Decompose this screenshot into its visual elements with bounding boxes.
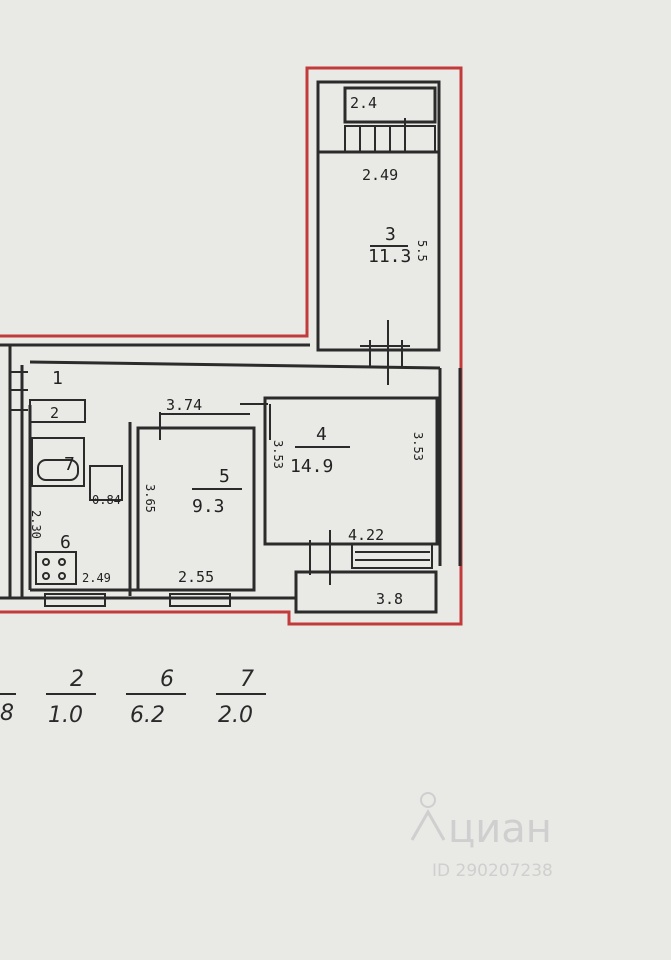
area-legend: 8 2 1.0 6 6.2 7 2.0	[0, 667, 266, 728]
dim-corridor: 3.74	[166, 396, 202, 414]
legend-4-area: 2.0	[218, 703, 253, 728]
dim-room4-width: 4.22	[348, 526, 384, 544]
dim-kitchen-width: 2.49	[82, 571, 111, 585]
legend-3-area: 6.2	[130, 703, 165, 728]
dim-kitchen-side: 2.30	[29, 510, 43, 539]
watermark-brand: циан	[448, 806, 552, 852]
room-labels: 1 2 3 11.3 4 14.9 5 9.3 6 7	[50, 224, 411, 553]
dim-bath: 0.84	[92, 493, 121, 507]
dim-room3-width: 2.49	[362, 166, 398, 184]
dim-room4-side: 3.53	[271, 440, 285, 469]
room-4-number: 4	[316, 424, 327, 445]
room-1-number: 1	[52, 368, 63, 389]
bathroom-fixtures	[10, 371, 123, 585]
legend-1-area: 8	[0, 701, 14, 726]
room-5-area: 9.3	[192, 496, 225, 517]
room-3-number: 3	[385, 224, 396, 245]
dim-room5-side: 3.65	[143, 484, 157, 513]
room-6-number: 6	[60, 532, 71, 553]
room-3-area: 11.3	[368, 246, 411, 267]
legend-3-num: 6	[160, 667, 174, 692]
stair-markers	[44, 118, 436, 607]
dim-room5-width: 2.55	[178, 568, 214, 586]
dim-balcony-top: 2.4	[350, 94, 377, 112]
room-2-number: 2	[50, 404, 59, 422]
legend-2-num: 2	[70, 667, 84, 692]
watermark: циан ID 290207238	[410, 792, 553, 881]
room-7-number: 7	[64, 454, 75, 475]
legend-4-num: 7	[240, 667, 254, 692]
dimension-labels: 2.4 2.49 5.5 3.74 3.53 3.53 4.22 3.65 2.…	[29, 94, 429, 608]
dim-balcony-bottom: 3.8	[376, 590, 403, 608]
apartment-outline	[0, 66, 463, 626]
legend-2-area: 1.0	[48, 703, 83, 728]
dim-room4-right: 3.53	[411, 432, 425, 461]
walls	[0, 80, 462, 614]
watermark-id: ID 290207238	[432, 861, 553, 881]
dim-room3-length: 5.5	[415, 240, 429, 262]
room-4-area: 14.9	[290, 456, 333, 477]
room-5-number: 5	[219, 466, 230, 487]
